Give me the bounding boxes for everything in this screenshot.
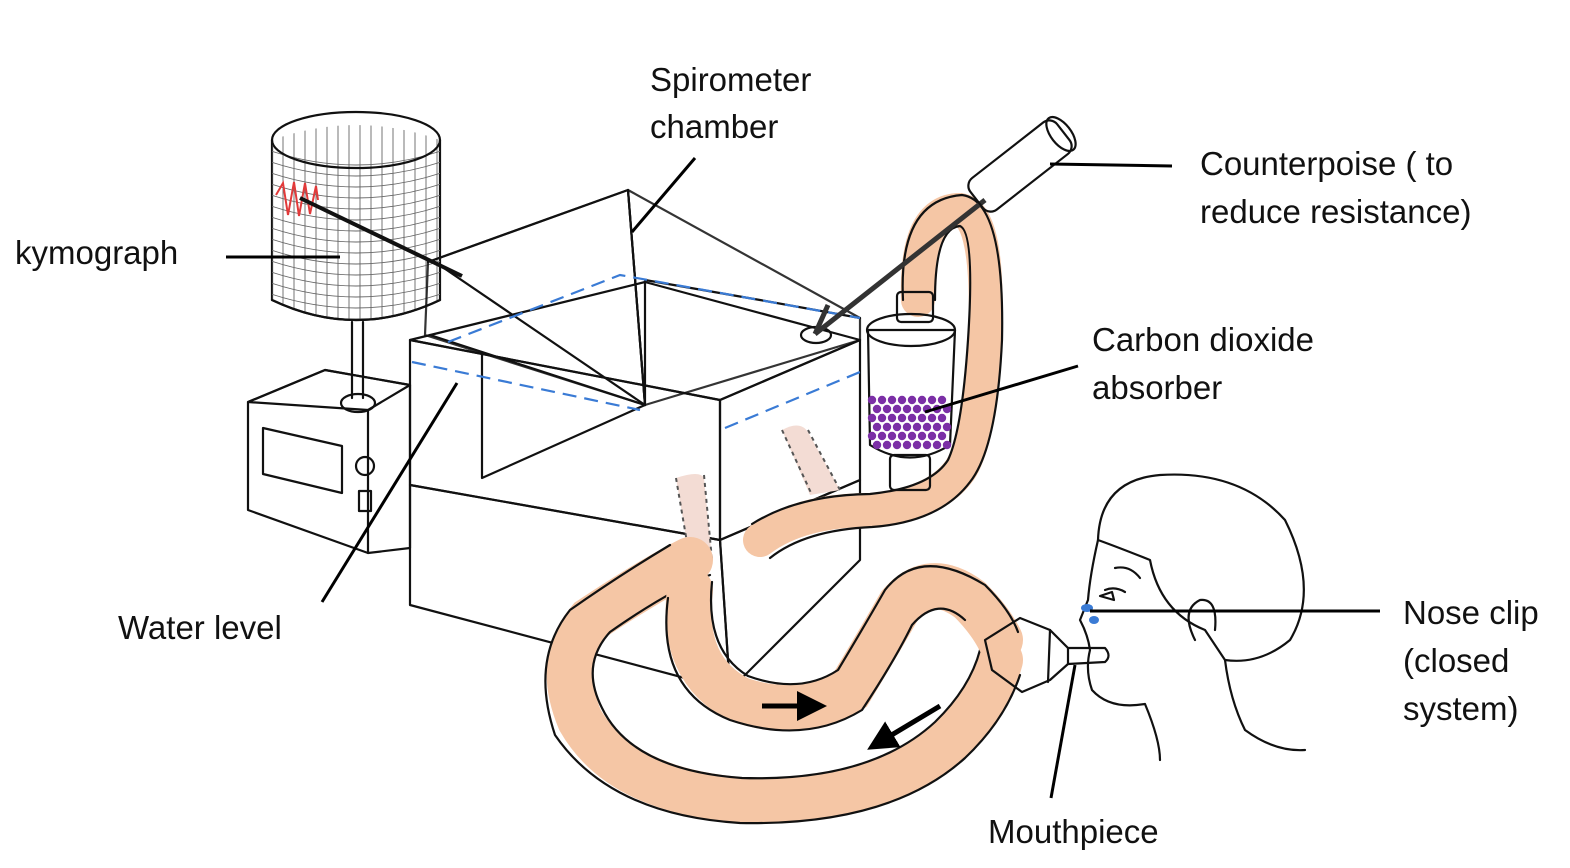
kymograph-group <box>246 110 463 555</box>
counterpoise <box>812 115 1077 336</box>
internal-tube-parts <box>675 425 841 561</box>
control-switch <box>357 489 373 513</box>
breathing-tubes <box>544 192 1023 825</box>
leader-co2-absorber <box>924 364 1079 414</box>
display-screen <box>261 426 344 495</box>
leader-mouthpiece <box>1049 664 1077 799</box>
label-carbon-dioxide-absorber: Carbon dioxide absorber <box>1092 321 1323 406</box>
label-mouthpiece: Mouthpiece <box>988 813 1159 850</box>
flow-arrow-left-icon <box>867 703 942 750</box>
labels: Spirometer chamber Counterpoise ( to red… <box>15 61 1548 850</box>
kymograph-trace <box>275 180 319 217</box>
subject-head <box>983 473 1307 762</box>
control-box <box>246 368 412 555</box>
carbon-dioxide-absorber <box>865 290 957 492</box>
leader-water-level <box>320 382 459 603</box>
control-knob <box>354 455 376 477</box>
label-spirometer-chamber: Spirometer chamber <box>650 61 821 145</box>
spirometer-bell <box>411 188 862 430</box>
label-kymograph: kymograph <box>15 234 178 271</box>
kymograph-drum <box>270 110 442 322</box>
label-counterpoise: Counterpoise ( to reduce resistance) <box>1200 145 1471 230</box>
label-nose-clip: Nose clip (closed system) <box>1403 594 1548 727</box>
water-tank <box>408 280 862 692</box>
leader-lines <box>226 157 1380 799</box>
label-water-level: Water level <box>118 609 282 646</box>
leader-counterpoise <box>1049 162 1173 168</box>
water-level-line <box>411 360 641 412</box>
leader-spirometer-chamber <box>630 157 697 233</box>
